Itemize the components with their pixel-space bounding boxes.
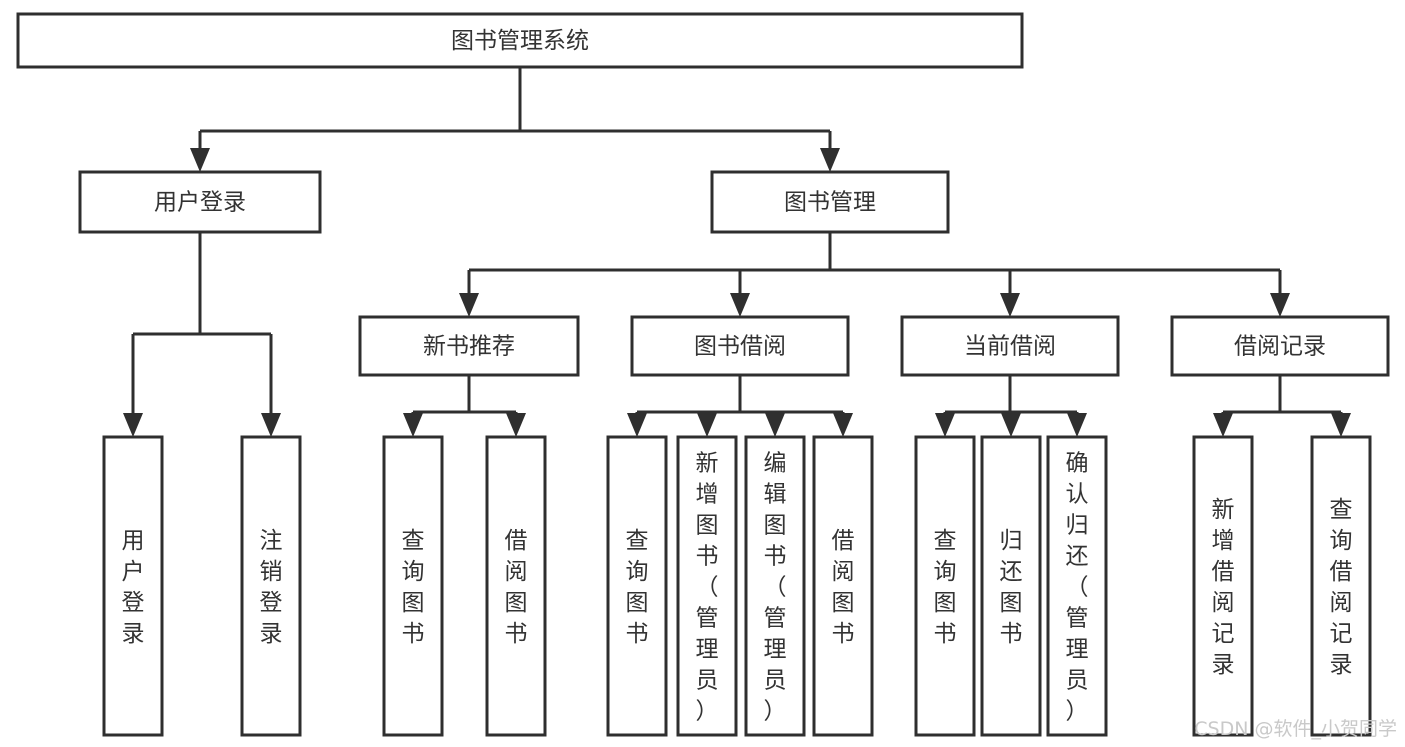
leaf-label-leaf-query-book-3: 查询图书 bbox=[934, 528, 957, 647]
arrow-to-leaf-user-logout bbox=[261, 413, 281, 437]
leaf-leaf-query-book-3[interactable]: 查询图书 bbox=[914, 435, 976, 737]
node-label-borrow-record: 借阅记录 bbox=[1234, 334, 1326, 360]
leaf-box-leaf-add-record bbox=[1192, 435, 1254, 737]
leaf-leaf-user-logout[interactable]: 注销登录 bbox=[240, 435, 302, 737]
leaf-label-leaf-borrow-book-2: 借阅图书 bbox=[832, 528, 855, 647]
leaf-leaf-edit-book[interactable]: 编辑图书（管理员） bbox=[744, 435, 806, 737]
node-book-management[interactable]: 图书管理 bbox=[710, 170, 950, 234]
leaf-box-leaf-confirm-return bbox=[1046, 435, 1108, 737]
leaf-label-leaf-query-record: 查询借阅记录 bbox=[1330, 497, 1353, 678]
arrow-to-book-management bbox=[820, 148, 840, 172]
leaf-box-leaf-query-record bbox=[1310, 435, 1372, 737]
arrow-to-leaf-borrow-book-2 bbox=[833, 413, 853, 437]
node-box-book-borrow bbox=[630, 315, 850, 377]
node-label-root: 图书管理系统 bbox=[451, 28, 589, 54]
arrow-to-leaf-query-book-1 bbox=[403, 413, 423, 437]
node-box-borrow-record bbox=[1170, 315, 1390, 377]
leaf-leaf-query-book-2[interactable]: 查询图书 bbox=[606, 435, 668, 737]
leaf-leaf-borrow-book-2[interactable]: 借阅图书 bbox=[812, 435, 874, 737]
leaf-label-leaf-query-book-2: 查询图书 bbox=[626, 528, 649, 647]
leaf-box-leaf-user-login bbox=[102, 435, 164, 737]
watermark-text: CSDN @软件_小贺同学 bbox=[1194, 718, 1397, 740]
leaf-label-leaf-user-logout: 注销登录 bbox=[260, 528, 283, 647]
leaf-box-leaf-query-book-2 bbox=[606, 435, 668, 737]
node-label-book-borrow: 图书借阅 bbox=[694, 334, 786, 360]
node-layer: 图书管理系统用户登录图书管理新书推荐图书借阅当前借阅借阅记录用户登录注销登录查询… bbox=[16, 12, 1390, 737]
node-root[interactable]: 图书管理系统 bbox=[16, 12, 1024, 69]
arrow-to-leaf-edit-book bbox=[765, 413, 785, 437]
node-new-book-recommend[interactable]: 新书推荐 bbox=[358, 315, 580, 377]
leaf-leaf-borrow-book-1[interactable]: 借阅图书 bbox=[485, 435, 547, 737]
leaf-leaf-query-book-1[interactable]: 查询图书 bbox=[382, 435, 444, 737]
arrow-to-new-book-recommend bbox=[459, 293, 479, 317]
leaf-leaf-user-login[interactable]: 用户登录 bbox=[102, 435, 164, 737]
node-label-book-management: 图书管理 bbox=[784, 190, 876, 216]
arrow-to-leaf-query-book-3 bbox=[935, 413, 955, 437]
arrow-to-leaf-confirm-return bbox=[1067, 413, 1087, 437]
node-box-new-book-recommend bbox=[358, 315, 580, 377]
arrow-to-leaf-query-book-2 bbox=[627, 413, 647, 437]
arrow-to-leaf-query-record bbox=[1331, 413, 1351, 437]
node-label-new-book-recommend: 新书推荐 bbox=[423, 334, 515, 360]
leaf-box-leaf-user-logout bbox=[240, 435, 302, 737]
leaf-box-leaf-borrow-book-1 bbox=[485, 435, 547, 737]
node-box-user-login bbox=[78, 170, 322, 234]
leaf-leaf-query-record[interactable]: 查询借阅记录 bbox=[1310, 435, 1372, 737]
connector-layer bbox=[123, 67, 1351, 437]
node-label-user-login: 用户登录 bbox=[154, 190, 246, 216]
leaf-label-leaf-borrow-book-1: 借阅图书 bbox=[505, 528, 528, 647]
node-label-current-borrow: 当前借阅 bbox=[964, 334, 1056, 360]
leaf-leaf-confirm-return[interactable]: 确认归还（管理员） bbox=[1046, 435, 1108, 737]
leaf-label-leaf-add-book: 新增图书（管理员） bbox=[696, 451, 719, 725]
leaf-leaf-add-book[interactable]: 新增图书（管理员） bbox=[676, 435, 738, 737]
arrow-to-borrow-record bbox=[1270, 293, 1290, 317]
arrow-to-user-login bbox=[190, 148, 210, 172]
arrow-to-book-borrow bbox=[730, 293, 750, 317]
node-box-book-management bbox=[710, 170, 950, 234]
leaf-box-leaf-return-book bbox=[980, 435, 1042, 737]
leaf-box-leaf-edit-book bbox=[744, 435, 806, 737]
leaf-leaf-return-book[interactable]: 归还图书 bbox=[980, 435, 1042, 737]
node-user-login[interactable]: 用户登录 bbox=[78, 170, 322, 234]
arrow-to-leaf-add-record bbox=[1213, 413, 1233, 437]
node-box-current-borrow bbox=[900, 315, 1120, 377]
leaf-label-leaf-confirm-return: 确认归还（管理员） bbox=[1066, 451, 1089, 725]
leaf-label-leaf-add-record: 新增借阅记录 bbox=[1212, 497, 1235, 678]
arrow-to-leaf-return-book bbox=[1001, 413, 1021, 437]
leaf-box-leaf-borrow-book-2 bbox=[812, 435, 874, 737]
arrow-to-current-borrow bbox=[1000, 293, 1020, 317]
leaf-label-leaf-query-book-1: 查询图书 bbox=[402, 528, 425, 647]
node-book-borrow[interactable]: 图书借阅 bbox=[630, 315, 850, 377]
leaf-leaf-add-record[interactable]: 新增借阅记录 bbox=[1192, 435, 1254, 737]
node-current-borrow[interactable]: 当前借阅 bbox=[900, 315, 1120, 377]
leaf-box-leaf-query-book-3 bbox=[914, 435, 976, 737]
arrow-to-leaf-borrow-book-1 bbox=[506, 413, 526, 437]
leaf-label-leaf-edit-book: 编辑图书（管理员） bbox=[764, 451, 787, 725]
arrow-to-leaf-add-book bbox=[697, 413, 717, 437]
leaf-label-leaf-user-login: 用户登录 bbox=[122, 528, 145, 647]
arrow-to-leaf-user-login bbox=[123, 413, 143, 437]
leaf-box-leaf-query-book-1 bbox=[382, 435, 444, 737]
node-borrow-record[interactable]: 借阅记录 bbox=[1170, 315, 1390, 377]
leaf-label-leaf-return-book: 归还图书 bbox=[1000, 528, 1023, 647]
leaf-box-leaf-add-book bbox=[676, 435, 738, 737]
node-box-root bbox=[16, 12, 1024, 69]
